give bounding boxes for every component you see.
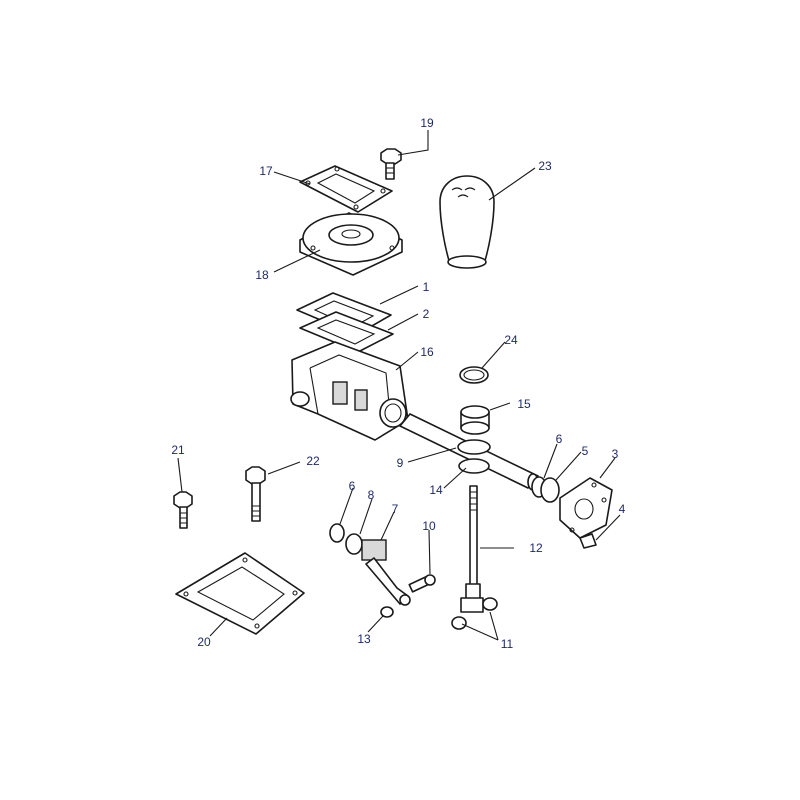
part-7-lever bbox=[361, 539, 411, 606]
part-4-screw bbox=[579, 533, 597, 549]
part-16-housing bbox=[290, 341, 409, 441]
callout-6-right: 6 bbox=[556, 432, 563, 446]
callout-15: 15 bbox=[517, 397, 531, 411]
part-5-o-ring bbox=[540, 477, 560, 503]
callout-6-left: 6 bbox=[349, 479, 356, 493]
part-23-gear-knob bbox=[439, 175, 495, 269]
part-19-bolt bbox=[380, 148, 402, 180]
callout-18: 18 bbox=[255, 268, 269, 282]
part-3-flange bbox=[559, 477, 613, 539]
callout-9: 9 bbox=[397, 456, 404, 470]
callout-7: 7 bbox=[392, 502, 399, 516]
callout-2: 2 bbox=[423, 307, 430, 321]
callout-21: 21 bbox=[171, 443, 185, 457]
callout-23: 23 bbox=[538, 159, 552, 173]
callout-5: 5 bbox=[582, 444, 589, 458]
part-21-bolt bbox=[173, 491, 193, 529]
part-11-washer-a bbox=[451, 616, 467, 630]
callout-4: 4 bbox=[619, 502, 626, 516]
part-6-ring-left bbox=[329, 523, 345, 543]
callout-8: 8 bbox=[368, 488, 375, 502]
callout-labels: 19 17 23 18 1 2 16 24 15 9 14 6 5 3 4 12… bbox=[171, 116, 625, 651]
callout-24: 24 bbox=[504, 333, 518, 347]
callout-1: 1 bbox=[423, 280, 430, 294]
callout-13: 13 bbox=[357, 632, 371, 646]
callout-17: 17 bbox=[259, 164, 273, 178]
part-18-cover bbox=[299, 212, 403, 276]
callout-20: 20 bbox=[197, 635, 211, 649]
callout-12: 12 bbox=[529, 541, 543, 555]
callout-3: 3 bbox=[612, 447, 619, 461]
callout-14: 14 bbox=[429, 483, 443, 497]
callout-16: 16 bbox=[420, 345, 434, 359]
part-8-ring bbox=[345, 533, 363, 555]
callout-19: 19 bbox=[420, 116, 434, 130]
part-22-bolt bbox=[245, 466, 266, 522]
callout-11: 11 bbox=[501, 637, 514, 651]
part-13-clip bbox=[380, 606, 394, 618]
part-20-gasket-plate bbox=[175, 552, 305, 635]
callout-22: 22 bbox=[306, 454, 320, 468]
part-10-pin bbox=[408, 574, 436, 593]
callout-10: 10 bbox=[422, 519, 436, 533]
leader-lines bbox=[177, 130, 621, 641]
part-12-rod bbox=[460, 485, 484, 613]
part-11-washer-b bbox=[482, 597, 498, 611]
part-14-washer bbox=[458, 458, 490, 474]
part-15-bush bbox=[460, 405, 490, 435]
